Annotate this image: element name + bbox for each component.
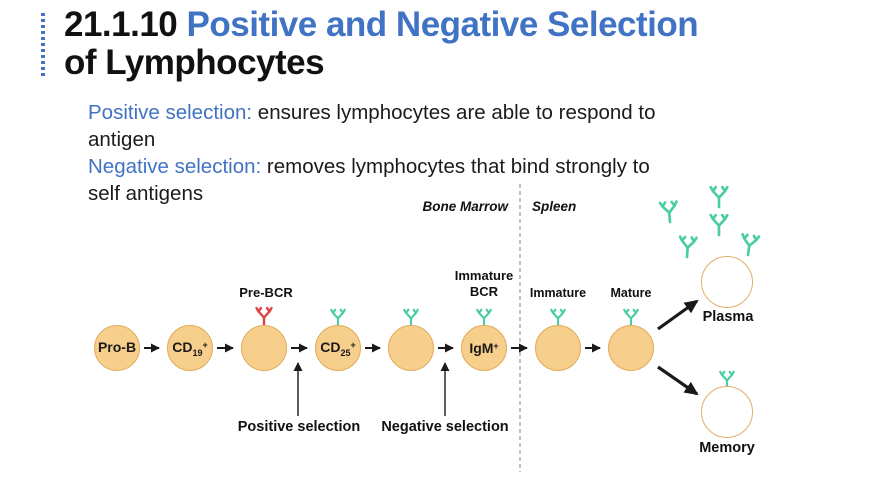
bcr-icon-late-prob xyxy=(403,308,419,328)
title-line-1: 21.1.10 Positive and Negative Selection xyxy=(64,5,699,44)
antibody-icon-2 xyxy=(709,185,729,209)
bcr-icon-mature xyxy=(623,308,639,328)
cell-plasma xyxy=(701,256,753,308)
title-accent-dotted-bar xyxy=(41,13,45,77)
title-highlight: Positive and Negative Selection xyxy=(186,5,699,44)
cell-late-pro-b xyxy=(388,325,434,371)
antibody-icon-5 xyxy=(738,232,761,258)
region-label-bone-marrow: Bone Marrow xyxy=(422,199,508,214)
bcr-icon-immature xyxy=(550,308,566,328)
arrow-to-memory xyxy=(657,365,699,396)
cell-igm: IgM+ xyxy=(461,325,507,371)
label-positive-selection: Positive selection xyxy=(237,419,361,435)
antibody-icon-4 xyxy=(677,235,698,259)
selection-arrows xyxy=(293,362,450,416)
cell-mature xyxy=(608,325,654,371)
bcr-icon-igm xyxy=(476,308,492,328)
cell-cd19: CD19+ xyxy=(167,325,213,371)
label-memory: Memory xyxy=(699,440,755,456)
cell-cd25: CD25+ xyxy=(315,325,361,371)
cell-memory xyxy=(701,386,753,438)
positive-selection-definition: Positive selection: ensures lymphocytes … xyxy=(88,101,656,151)
pre-bcr-icon xyxy=(255,306,273,328)
negative-selection-definition: Negative selection: removes lymphocytes … xyxy=(88,155,650,205)
label-plasma: Plasma xyxy=(702,309,754,325)
negative-selection-term: Negative selection: xyxy=(88,155,262,178)
red-receptor-icons xyxy=(255,306,273,328)
label-negative-selection: Negative selection xyxy=(381,419,509,435)
label-immature-bcr: Immature BCR xyxy=(454,268,514,299)
label-mature: Mature xyxy=(610,286,652,300)
region-label-spleen: Spleen xyxy=(532,199,577,214)
definitions-text: Positive selection: ensures lymphocytes … xyxy=(88,99,808,207)
cell-pre-bcr xyxy=(241,325,287,371)
cell-pro-b: Pro-B xyxy=(94,325,140,371)
antibody-icon-3 xyxy=(709,213,729,237)
antibody-icon-1 xyxy=(658,200,680,225)
cell-immature xyxy=(535,325,581,371)
fate-arrows xyxy=(657,299,699,396)
positive-selection-term: Positive selection: xyxy=(88,101,253,124)
label-immature: Immature xyxy=(529,286,587,300)
page-title: 21.1.10 Positive and Negative Selection … xyxy=(64,5,699,82)
bcr-icon-cd25 xyxy=(330,308,346,328)
title-line-2: of Lymphocytes xyxy=(64,43,325,82)
label-pre-bcr: Pre-BCR xyxy=(239,285,293,300)
title-number: 21.1.10 xyxy=(64,5,178,44)
arrow-to-plasma xyxy=(657,299,699,331)
